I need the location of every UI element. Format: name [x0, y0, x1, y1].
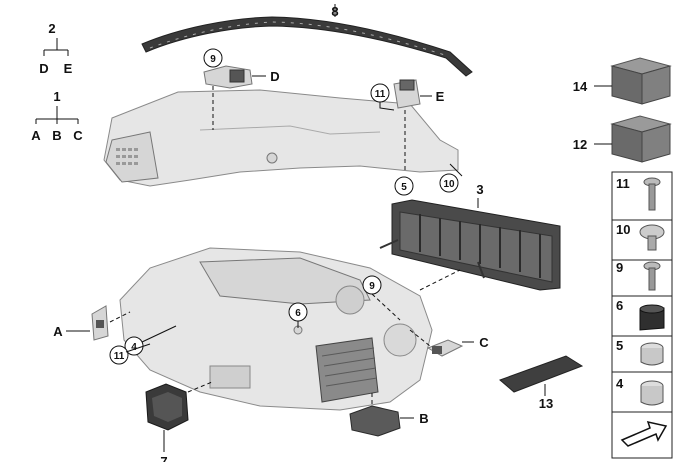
legend-2-right: E — [64, 61, 73, 76]
legend-tree-1: 1 A B C — [31, 89, 83, 143]
legend-2-root: 2 — [48, 21, 55, 36]
part-B-bracket: B — [349, 390, 429, 437]
callout-14: 14 — [573, 79, 588, 94]
svg-text:5: 5 — [401, 182, 407, 193]
next-page-arrow-icon[interactable] — [620, 420, 668, 447]
svg-text:6: 6 — [295, 308, 301, 319]
legend-tree-2: 2 D E — [39, 21, 72, 76]
panel-num-5: 5 — [616, 338, 623, 353]
callout-11-top: 11 — [370, 83, 395, 111]
part-3-bracket: 3 — [379, 182, 561, 291]
part-12-kit-box: 12 — [573, 115, 672, 163]
rivet-icon — [639, 224, 665, 251]
legend-1-left: A — [31, 128, 41, 143]
svg-text:11: 11 — [375, 89, 386, 100]
callout-8: 8 — [331, 4, 338, 19]
legend-1-root: 1 — [53, 89, 60, 104]
callout-B: B — [419, 411, 428, 426]
svg-text:9: 9 — [369, 281, 375, 292]
clip-nut-icon — [640, 342, 664, 366]
part-C-connector: C — [409, 329, 489, 357]
part-E-connector: E — [393, 79, 445, 172]
panel-num-9: 9 — [616, 260, 623, 275]
callout-E: E — [436, 89, 445, 104]
callout-C: C — [479, 335, 489, 350]
callout-12: 12 — [573, 137, 587, 152]
part-14-kit-box: 14 — [573, 57, 672, 105]
panel-num-11: 11 — [616, 176, 630, 191]
callout-10: 10 — [439, 163, 463, 193]
main-housing — [119, 247, 433, 411]
part-D-bracket: D — [203, 65, 280, 130]
panel-num-4: 4 — [616, 376, 624, 391]
upper-housing — [103, 89, 459, 187]
callout-9-top: 9 — [203, 48, 223, 68]
part-7-cap: 7 — [145, 381, 213, 462]
svg-text:11: 11 — [114, 351, 125, 362]
part-13-foam-strip: 13 — [499, 355, 584, 411]
callout-7: 7 — [160, 454, 167, 462]
svg-text:10: 10 — [443, 179, 455, 190]
legend-2-left: D — [39, 61, 48, 76]
screw-icon — [643, 177, 661, 211]
callout-5: 5 — [394, 176, 414, 196]
part-A-clip: A — [53, 305, 131, 341]
callout-6: 6 — [288, 302, 308, 328]
callout-D: D — [270, 69, 279, 84]
screw-icon — [643, 261, 661, 291]
callout-9-mid: 9 — [362, 275, 401, 321]
clip-nut-icon — [640, 380, 664, 406]
part-8-seal-strip: 8 — [141, 4, 473, 77]
legend-1-right: C — [73, 128, 83, 143]
legend-1-mid: B — [52, 128, 61, 143]
callout-3: 3 — [476, 182, 483, 197]
callout-13: 13 — [539, 396, 553, 411]
callout-A: A — [53, 324, 63, 339]
svg-text:9: 9 — [210, 54, 216, 65]
callout-11-bot: 11 — [109, 343, 151, 365]
parts-panel: 11 10 9 6 5 4 — [611, 171, 673, 459]
panel-num-6: 6 — [616, 298, 623, 313]
grommet-icon — [639, 304, 665, 331]
panel-num-10: 10 — [616, 222, 630, 237]
svg-text:4: 4 — [131, 342, 137, 353]
